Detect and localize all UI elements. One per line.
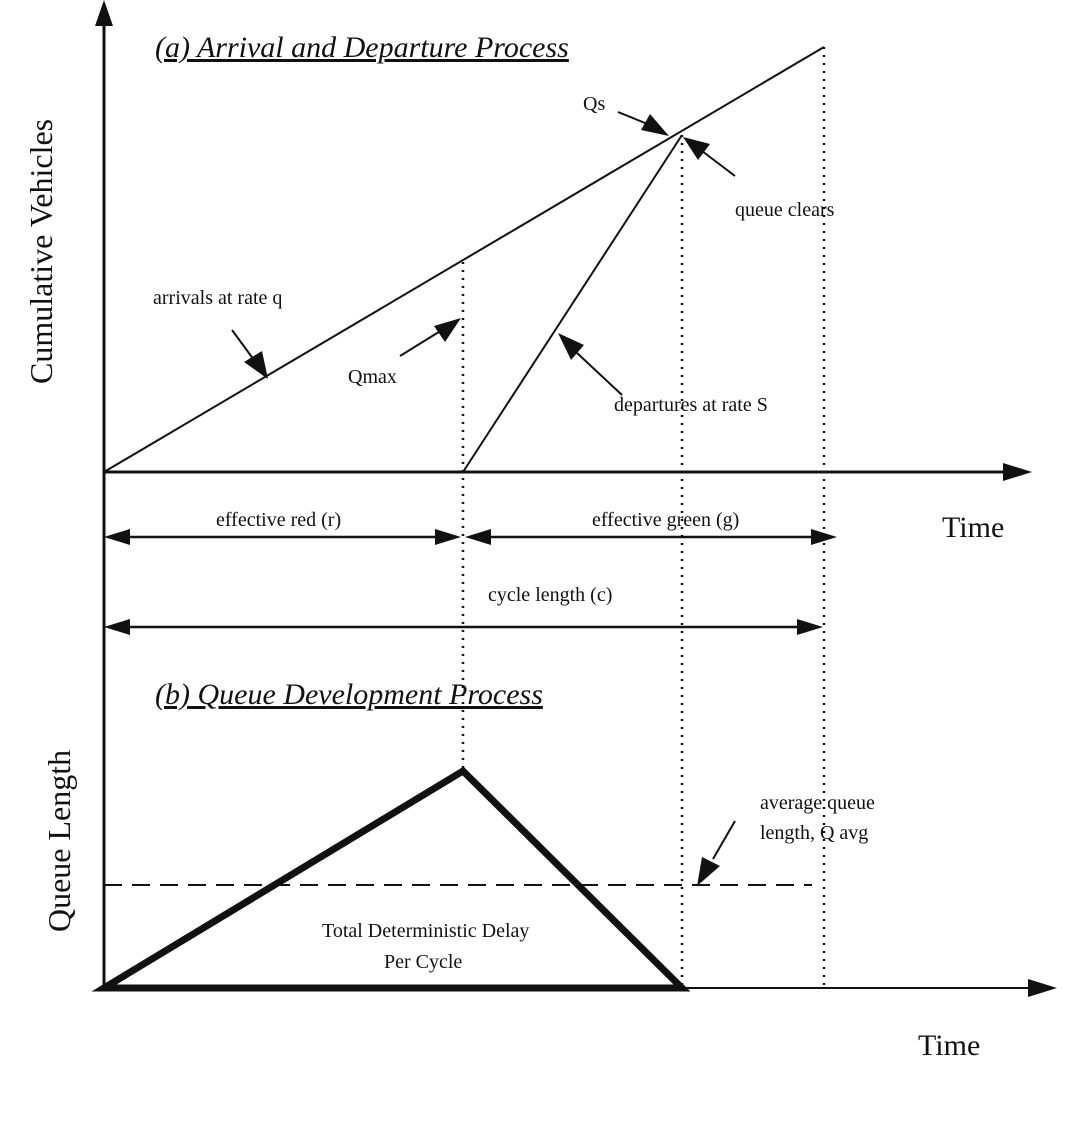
qs-arrow-icon — [641, 114, 669, 136]
avg-queue-label-2: length, Q avg — [760, 822, 868, 844]
delay-label-1: Total Deterministic Delay — [322, 920, 529, 942]
queue-clears-label: queue clears — [735, 199, 835, 221]
arrivals-label: arrivals at rate q — [153, 287, 282, 309]
avg-queue-label-1: average queue — [760, 792, 875, 814]
panel-a-time-arrowhead-icon — [1003, 463, 1032, 481]
departures-label: departures at rate S — [614, 394, 768, 416]
panel-b: (b) Queue Development Process Queue Leng… — [41, 678, 1057, 1062]
avg-queue-arrow-icon — [697, 857, 720, 886]
qs-label: Qs — [583, 93, 605, 115]
departures-arrow-icon — [558, 333, 584, 360]
panel-a-title: (a) Arrival and Departure Process — [155, 31, 569, 64]
qmax-label: Qmax — [348, 366, 397, 388]
departure-curve — [462, 134, 683, 473]
panel-a: (a) Arrival and Departure Process Cumula… — [23, 31, 1032, 990]
effective-red-label: effective red (r) — [216, 509, 341, 531]
y-axis-arrowhead-icon — [95, 0, 113, 26]
y-axis — [95, 0, 113, 988]
arrival-curve — [103, 46, 825, 473]
arrivals-arrow-icon — [244, 351, 268, 379]
panel-a-x-label: Time — [942, 511, 1004, 544]
cycle-length-arrow — [104, 619, 823, 635]
panel-a-y-label: Cumulative Vehicles — [23, 119, 59, 384]
panel-b-title: (b) Queue Development Process — [155, 678, 543, 711]
guide-lines — [461, 47, 826, 990]
delay-label-2: Per Cycle — [384, 951, 462, 973]
cycle-length-label: cycle length (c) — [488, 584, 612, 606]
effective-green-arrow — [465, 529, 837, 545]
queue-triangle — [91, 766, 691, 992]
panel-b-time-arrowhead-icon — [1028, 979, 1057, 997]
panel-b-x-label: Time — [918, 1029, 980, 1062]
effective-red-arrow — [104, 529, 461, 545]
queue-clears-arrow-icon — [683, 137, 710, 160]
panel-b-y-label: Queue Length — [41, 750, 77, 932]
qmax-arrow-icon — [434, 318, 461, 342]
effective-green-label: effective green (g) — [592, 509, 739, 531]
